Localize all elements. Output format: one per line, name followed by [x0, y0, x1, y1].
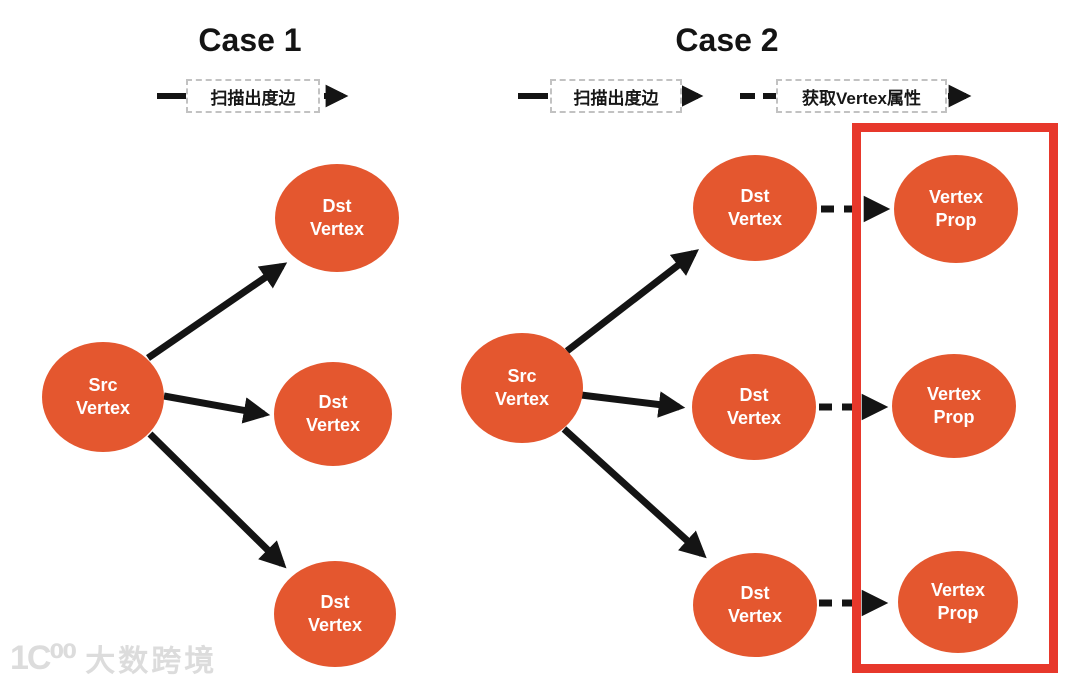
node-label-line1: Dst	[320, 591, 350, 612]
node-label-line1: Vertex	[928, 186, 984, 207]
case2-vertex-prop-node-top: Vertex Prop	[894, 155, 1018, 263]
legend-label: 扫描出度边	[210, 88, 296, 108]
case1-dst-vertex-node-bottom: Dst Vertex	[274, 561, 396, 667]
case2-legend-box-get-vertex-prop: 获取Vertex属性	[776, 79, 947, 113]
case2-edge-src-dst-mid	[580, 391, 686, 418]
node-label-line1: Dst	[318, 391, 348, 412]
node-label-line1: Dst	[740, 185, 770, 206]
node-label-line2: Vertex	[75, 398, 131, 418]
legend-label: 扫描出度边	[573, 88, 659, 108]
watermark-logo-icon: 1Ϲ⁰⁰	[10, 639, 77, 677]
node-label-line1: Vertex	[926, 383, 982, 404]
node-label-line1: Vertex	[930, 579, 986, 600]
node-label-line1: Dst	[740, 582, 770, 603]
case2-title: Case 2	[675, 22, 779, 58]
node-label-line2: Vertex	[727, 209, 783, 229]
node-label-line1: Src	[507, 365, 537, 386]
watermark: 1Ϲ⁰⁰ 大数跨境	[10, 636, 217, 680]
node-label-line2: Prop	[933, 407, 975, 427]
case1-title: Case 1	[198, 22, 302, 58]
node-label-line2: Vertex	[309, 219, 365, 239]
case2-dst-vertex-node-mid: Dst Vertex	[692, 354, 816, 460]
node-label-line1: Src	[88, 374, 118, 395]
vertex-prop-highlight-rect	[852, 123, 1058, 673]
case2-vertex-prop-node-mid: Vertex Prop	[892, 354, 1016, 458]
case2-dst-vertex-node-bottom: Dst Vertex	[693, 553, 817, 657]
case1-dst-vertex-node-mid: Dst Vertex	[274, 362, 392, 466]
case2-src-vertex-node: Src Vertex	[461, 333, 583, 443]
case1-legend-box-scan-out-edges: 扫描出度边	[186, 79, 320, 113]
node-label-line2: Prop	[937, 603, 979, 623]
node-label-line2: Vertex	[494, 389, 550, 409]
node-label-line1: Dst	[322, 195, 352, 216]
case2-dst-vertex-node-top: Dst Vertex	[693, 155, 817, 261]
case2-legend-box-scan-out-edges: 扫描出度边	[550, 79, 682, 113]
watermark-text: 大数跨境	[85, 645, 218, 678]
case2-vertex-prop-node-bottom: Vertex Prop	[898, 551, 1018, 653]
case1-dst-vertex-node-top: Dst Vertex	[275, 164, 399, 272]
node-label-line2: Vertex	[305, 415, 361, 435]
legend-label: 获取Vertex属性	[801, 88, 922, 108]
node-label-line2: Vertex	[307, 615, 363, 635]
case2-edge-src-dst-top	[564, 249, 699, 354]
case1-edge-src-dst-bottom	[147, 431, 287, 569]
case1-src-vertex-node: Src Vertex	[42, 342, 164, 452]
case1-edge-src-dst-mid	[163, 392, 271, 424]
case1-edge-src-dst-top	[146, 262, 288, 361]
node-label-line2: Vertex	[726, 408, 782, 428]
node-label-line2: Vertex	[727, 606, 783, 626]
case2-edge-src-dst-bottom	[561, 426, 707, 559]
node-label-line1: Dst	[739, 384, 769, 405]
node-label-line2: Prop	[935, 210, 977, 230]
